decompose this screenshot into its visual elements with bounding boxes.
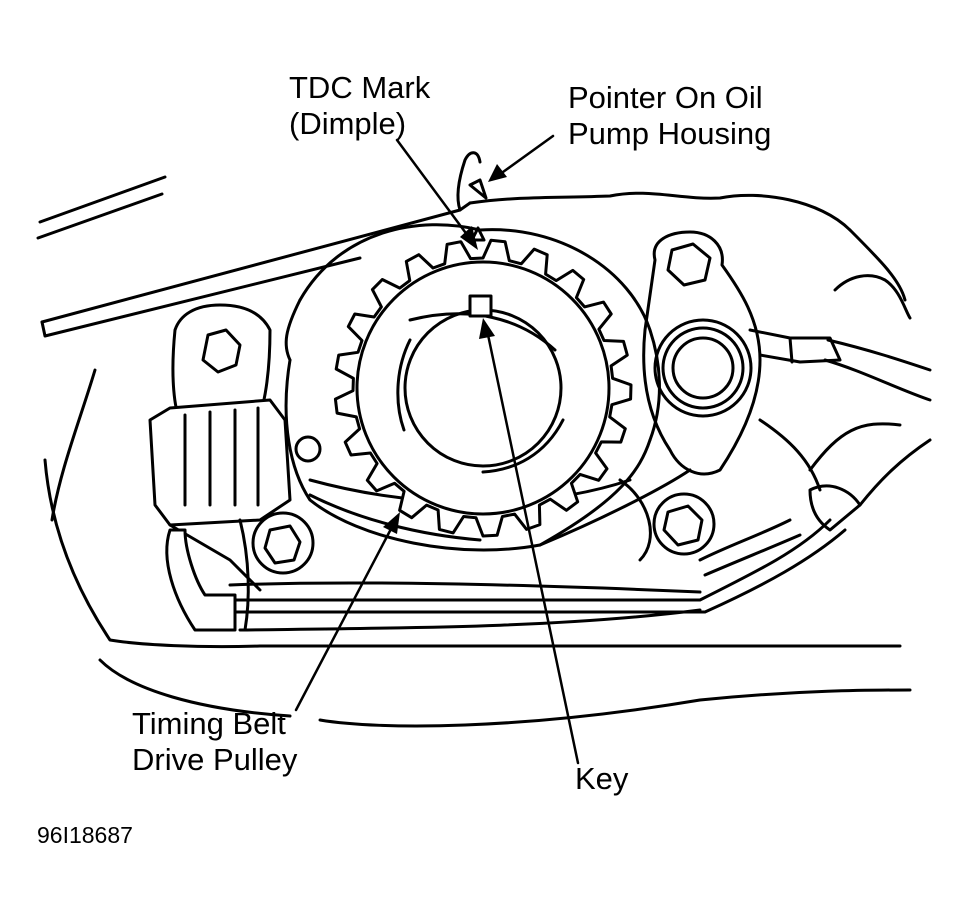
idler-bracket bbox=[618, 230, 932, 562]
bolt-head-icon bbox=[263, 524, 302, 565]
tdc-mark-label: TDC Mark (Dimple) bbox=[289, 70, 430, 142]
pipes bbox=[233, 418, 932, 614]
tdc-leader-line bbox=[395, 138, 470, 238]
pointer-label-line2: Pump Housing bbox=[568, 116, 772, 151]
bolt-head-icon bbox=[662, 504, 704, 547]
tensioner-bracket bbox=[148, 303, 315, 632]
timing-belt-drive-pulley bbox=[333, 238, 633, 538]
bolt-head-icon bbox=[201, 328, 242, 374]
tdc-dimple-mark bbox=[470, 226, 486, 242]
pulley-arrowhead-icon bbox=[383, 512, 400, 534]
drive-pulley-label: Timing Belt Drive Pulley bbox=[132, 706, 297, 778]
key-arrowhead-icon bbox=[479, 318, 495, 339]
bolt-head-icon bbox=[666, 242, 712, 287]
key-leader-line bbox=[485, 328, 580, 765]
pointer-label-line1: Pointer On Oil bbox=[568, 80, 763, 115]
pulley-leader-line bbox=[294, 525, 394, 712]
leader-lines bbox=[294, 134, 580, 765]
pointer-label: Pointer On Oil Pump Housing bbox=[568, 80, 771, 152]
engine-block-outline bbox=[36, 151, 912, 728]
pointer-arrowhead-icon bbox=[488, 164, 507, 182]
pointer-leader-line bbox=[501, 134, 555, 174]
drive-pulley-label-line2: Drive Pulley bbox=[132, 742, 298, 777]
key-label: Key bbox=[575, 761, 629, 796]
tdc-mark-label-line1: TDC Mark bbox=[289, 70, 431, 105]
pointer-mark bbox=[468, 178, 488, 200]
tdc-mark-label-line2: (Dimple) bbox=[289, 106, 407, 141]
tdc-arrowhead-icon bbox=[460, 226, 478, 250]
key-icon bbox=[468, 294, 493, 318]
figure-code: 96I18687 bbox=[37, 822, 133, 848]
drive-pulley-label-line1: Timing Belt bbox=[132, 706, 286, 741]
